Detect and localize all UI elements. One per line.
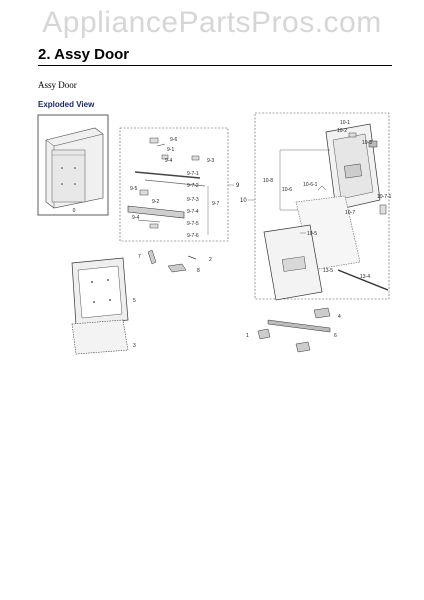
callout-9-7-3: 9-7-3	[187, 197, 199, 203]
callout-9-4b: 9-4	[132, 215, 139, 221]
callout-9-7-5: 9-7-5	[187, 221, 199, 227]
callout-13-5: 13-5	[323, 268, 333, 274]
callout-10-1: 10-1	[340, 120, 350, 126]
callout-10-5: 10-5	[307, 231, 317, 237]
group-0-box: 0	[37, 114, 109, 216]
callout-10-3: 10-3	[362, 140, 372, 146]
callout-9-6: 9-6	[170, 137, 177, 143]
callout-10-2: 10-2	[337, 128, 347, 134]
callout-0: 0	[73, 208, 76, 214]
callout-9-7-1: 9-7-1	[187, 171, 199, 177]
callout-10-6: 10-6	[282, 187, 292, 193]
callout-9-1: 9-1	[167, 147, 174, 153]
callout-10: 10	[240, 198, 247, 204]
callout-9-7-6: 9-7-6	[187, 233, 199, 239]
callout-2: 2	[209, 257, 212, 263]
group-9-box: 9-6 9-1 9-4 9-3 9-7-1 9-7-2 9-5 9-2 9-7-…	[119, 127, 240, 242]
title-divider	[38, 65, 392, 66]
callout-10-8: 10-8	[263, 178, 273, 184]
part-3-panel: 3	[71, 319, 136, 355]
callout-9-7-4: 9-7-4	[187, 209, 199, 215]
section-heading: Exploded View	[38, 100, 95, 109]
watermark: AppliancePartsPros.com	[42, 6, 382, 39]
loose-parts-lower: 4 1 6	[246, 307, 341, 353]
callout-1: 1	[246, 333, 249, 339]
callout-13-4: 13-4	[360, 274, 370, 280]
callout-8: 8	[197, 268, 200, 274]
page-title: 2. Assy Door	[38, 46, 130, 63]
callout-9: 9	[236, 183, 240, 189]
callout-9-4: 9-4	[165, 158, 172, 164]
loose-parts-upper: 7 2 8	[138, 249, 212, 274]
callout-9-5: 9-5	[130, 186, 137, 192]
part-5-frame: 5	[71, 257, 136, 326]
callout-4: 4	[338, 314, 341, 320]
subtitle: Assy Door	[38, 80, 77, 90]
callout-3: 3	[133, 343, 136, 349]
callout-10-7: 10-7	[345, 210, 355, 216]
callout-9-3: 9-3	[207, 158, 214, 164]
group-10-box: 10 10-1 10-2 10-3 10-8 10-6-1 10-6 10-7-…	[240, 112, 392, 301]
callout-9-7: 9-7	[212, 201, 219, 207]
callout-6: 6	[334, 333, 337, 339]
callout-9-2: 9-2	[152, 199, 159, 205]
callout-5: 5	[133, 298, 136, 304]
callout-10-6-1: 10-6-1	[303, 182, 318, 188]
callout-9-7-2: 9-7-2	[187, 183, 199, 189]
callout-10-7-1: 10-7-1	[377, 194, 392, 200]
callout-7: 7	[138, 254, 141, 260]
